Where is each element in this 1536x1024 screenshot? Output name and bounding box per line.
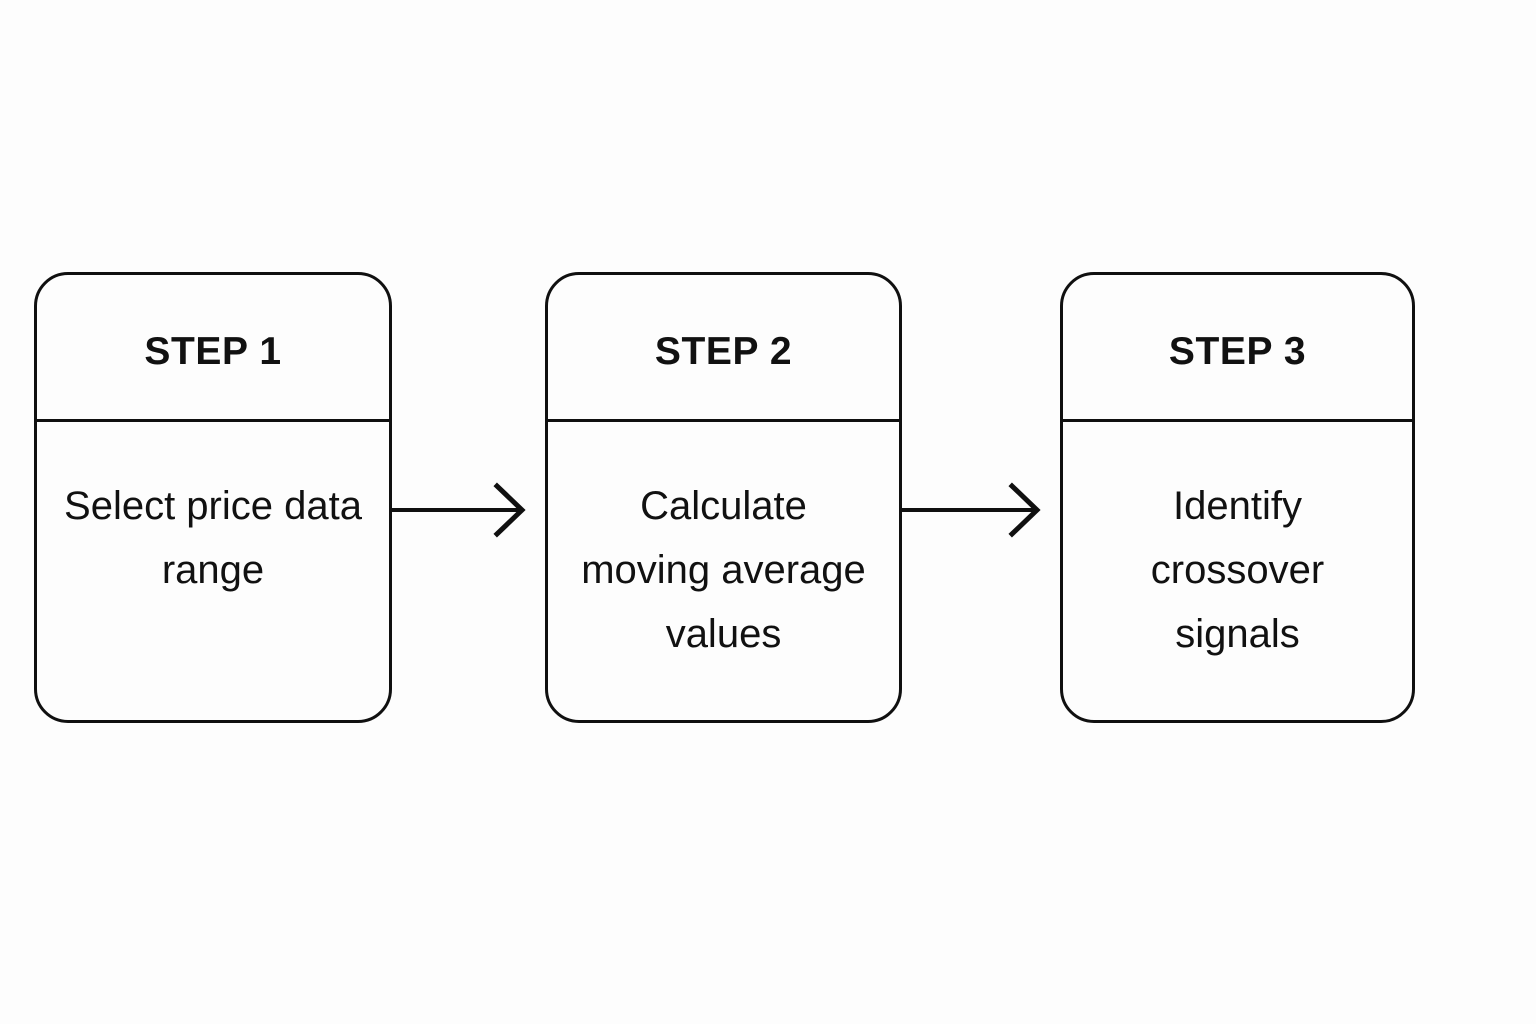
step-card-1-header: STEP 1 [37,275,389,422]
step-card-2-body: Calculate moving average values [548,422,899,720]
step-card-3-body: Identify crossover signals [1063,422,1412,720]
step-card-3-description: Identify crossover signals [1150,484,1325,656]
connector-arrow-2 [902,480,1062,540]
step-card-3[interactable]: STEP 3 Identify crossover signals [1060,272,1415,723]
step-card-1-description: Select price data range [64,484,362,592]
step-card-2-description: Calculate moving average values [581,484,866,656]
step-card-1[interactable]: STEP 1 Select price data range [34,272,392,723]
step-card-1-title: STEP 1 [144,329,282,373]
step-card-2[interactable]: STEP 2 Calculate moving average values [545,272,902,723]
step-card-2-header: STEP 2 [548,275,899,422]
step-card-3-title: STEP 3 [1168,329,1307,373]
step-card-1-body: Select price data range [37,422,389,720]
arrow-right-icon [392,482,526,538]
step-card-2-title: STEP 2 [654,329,793,373]
connector-arrow-1 [392,480,547,540]
step-card-3-header: STEP 3 [1063,275,1412,422]
arrow-right-icon [902,482,1041,538]
